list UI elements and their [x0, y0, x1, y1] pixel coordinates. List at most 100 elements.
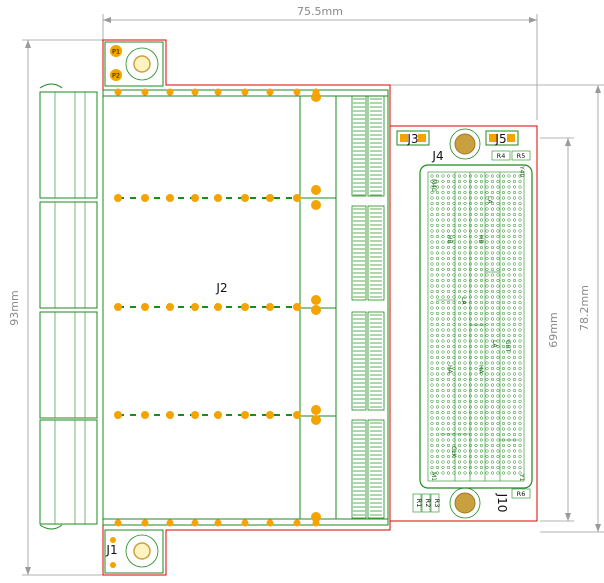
pin-dot [496, 410, 500, 415]
pin-dot [507, 333, 511, 338]
pin-dot [441, 311, 445, 316]
pin-la-top: LA [486, 196, 493, 204]
pin-dot [507, 377, 511, 382]
pin-dot [479, 399, 484, 404]
pin-ha-left: HA [446, 365, 453, 375]
pin-dot [441, 405, 445, 409]
pin-dot [512, 350, 517, 354]
pin-dot [490, 196, 495, 200]
pin-dot [468, 223, 473, 228]
pin-strip [351, 95, 367, 197]
pin-dot [474, 289, 478, 294]
pin-dot [463, 300, 467, 305]
pin-dot [446, 190, 451, 195]
pin-dot [430, 212, 434, 217]
pin-dot [457, 245, 462, 250]
pin-dot [441, 267, 445, 272]
pin-dot [496, 454, 500, 459]
pin-dot [490, 410, 495, 415]
pin-dot [518, 306, 522, 310]
pin-dot [507, 366, 511, 371]
pin-dot [430, 251, 434, 255]
pin-dot [468, 465, 473, 470]
pin-dot [512, 322, 517, 327]
pin-dot [441, 284, 445, 288]
pin-dot [485, 339, 489, 343]
pin-dot [430, 196, 434, 200]
pin-dot [463, 207, 467, 211]
pad [311, 92, 321, 102]
pin-dot [507, 251, 511, 255]
dimension-top: 75.5mm [102, 5, 538, 120]
pin-dot [463, 262, 467, 266]
pin-dot [507, 267, 511, 272]
pin-dot [474, 372, 478, 376]
pin-dot [430, 350, 434, 354]
pin-dot [507, 278, 511, 283]
pin-dot [463, 355, 467, 360]
pin-dot [457, 350, 462, 354]
pin-dot [457, 223, 462, 228]
pad [166, 194, 174, 202]
pin-dot [435, 223, 440, 228]
pin-dot [501, 427, 506, 431]
pin-dot [474, 399, 478, 404]
pin-dot [441, 350, 445, 354]
pin-dot [463, 328, 467, 332]
pin-dot [518, 251, 522, 255]
pin-dot [501, 212, 506, 217]
pin-dot [507, 449, 511, 453]
pin-dot [479, 454, 484, 459]
pin-dot [496, 212, 500, 217]
pin-dot [507, 273, 511, 277]
pin-dot [468, 229, 473, 233]
pin-dot [485, 405, 489, 409]
pin-dot [496, 295, 500, 299]
pin-dot [435, 256, 440, 261]
pin-dot [446, 372, 451, 376]
pin-dot [452, 438, 456, 442]
pin-dot [468, 317, 473, 321]
pin-dot [435, 289, 440, 294]
pin-dot [457, 317, 462, 321]
pin-dot [452, 300, 456, 305]
pin-dot [457, 416, 462, 420]
pin-dot [512, 471, 517, 475]
pin-dot [435, 322, 440, 327]
pin-dot [435, 196, 440, 200]
pin-dot [435, 355, 440, 360]
pin-dot [507, 218, 511, 222]
pin-dot [468, 388, 473, 393]
pin-dot [435, 229, 440, 233]
pin-dot [430, 262, 434, 266]
pin-dot [474, 262, 478, 266]
pad [141, 519, 149, 527]
pin-dot [468, 196, 473, 200]
pin-dot [490, 399, 495, 404]
pin-dot [441, 432, 445, 437]
pin-dot [468, 366, 473, 371]
pin-dot [430, 339, 434, 343]
pin-dot [518, 328, 522, 332]
pin-dot [468, 394, 473, 398]
pin-dot [501, 350, 506, 354]
pin-dot [485, 295, 489, 299]
pin-dot [452, 185, 456, 189]
pin-dot [452, 223, 456, 228]
pin-dot [468, 306, 473, 310]
pin-dot [496, 416, 500, 420]
pin-dot [501, 256, 506, 261]
pin-dot [435, 366, 440, 371]
pin-dot [512, 267, 517, 272]
pin-dot [430, 366, 434, 371]
pin-dot [430, 207, 434, 211]
pin-dot [490, 295, 495, 299]
pin-dot [457, 185, 462, 189]
pin-dot [474, 460, 478, 464]
pin-dot [474, 339, 478, 343]
pin-dot [457, 207, 462, 211]
pin-dot [468, 383, 473, 387]
pin-dot [474, 427, 478, 431]
pin-dot [501, 328, 506, 332]
pin-dot [485, 212, 489, 217]
